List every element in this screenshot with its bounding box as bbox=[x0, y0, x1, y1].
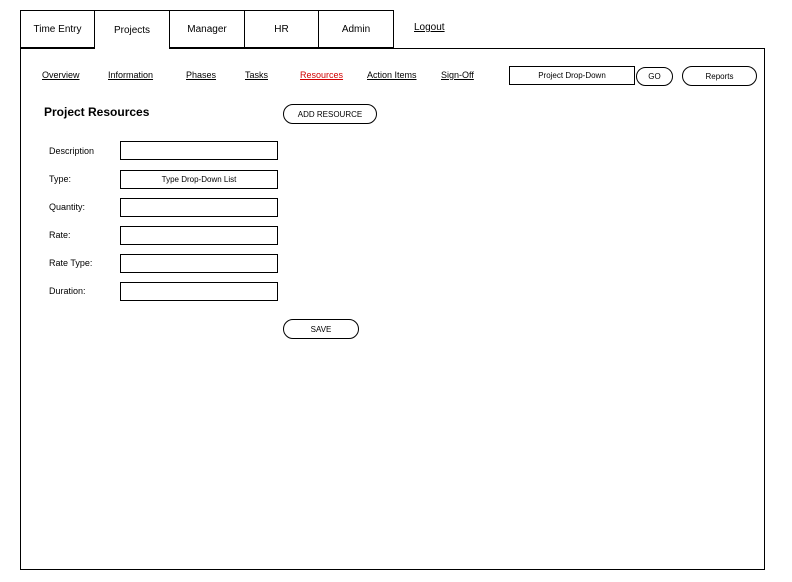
subnav-information[interactable]: Information bbox=[108, 70, 154, 80]
reports-button-label: Reports bbox=[705, 71, 734, 81]
tab-label: Projects bbox=[113, 24, 151, 36]
rate-type-input[interactable] bbox=[120, 254, 278, 273]
content-frame bbox=[20, 48, 765, 570]
go-button-label: GO bbox=[648, 72, 661, 81]
subnav-resources[interactable]: Resources bbox=[300, 70, 344, 80]
duration-label: Duration: bbox=[49, 286, 86, 296]
subnav-sign-off[interactable]: Sign-Off bbox=[441, 70, 474, 80]
logout-link[interactable]: Logout bbox=[414, 22, 445, 33]
subnav-tasks[interactable]: Tasks bbox=[245, 70, 269, 80]
save-button-label: SAVE bbox=[310, 324, 332, 334]
tab-label: HR bbox=[274, 23, 289, 35]
description-input[interactable] bbox=[120, 141, 278, 160]
quantity-label: Quantity: bbox=[49, 202, 86, 212]
project-dropdown[interactable]: Project Drop-Down bbox=[509, 66, 635, 85]
page-title: Project Resources bbox=[44, 105, 150, 119]
tab-projects[interactable]: Projects bbox=[94, 10, 170, 49]
type-dropdown[interactable]: Type Drop-Down List bbox=[120, 170, 278, 189]
tab-label: Admin bbox=[341, 23, 371, 35]
rate-input[interactable] bbox=[120, 226, 278, 245]
add-resource-label: ADD RESOURCE bbox=[297, 109, 363, 119]
rate-label: Rate: bbox=[49, 230, 71, 240]
reports-button[interactable]: Reports bbox=[682, 66, 757, 86]
type-dropdown-value: Type Drop-Down List bbox=[161, 175, 237, 184]
subnav-phases[interactable]: Phases bbox=[186, 70, 217, 80]
project-dropdown-value: Project Drop-Down bbox=[538, 71, 606, 80]
description-label: Description bbox=[49, 146, 95, 156]
type-label: Type: bbox=[49, 174, 72, 184]
subnav-action-items[interactable]: Action Items bbox=[367, 70, 417, 80]
go-button[interactable]: GO bbox=[636, 67, 673, 86]
quantity-input[interactable] bbox=[120, 198, 278, 217]
tab-time-entry[interactable]: Time Entry bbox=[20, 10, 95, 48]
add-resource-button[interactable]: ADD RESOURCE bbox=[283, 104, 377, 124]
tab-manager[interactable]: Manager bbox=[169, 10, 245, 48]
save-button[interactable]: SAVE bbox=[283, 319, 359, 339]
subnav-overview[interactable]: Overview bbox=[42, 70, 80, 80]
tab-label: Time Entry bbox=[33, 23, 82, 35]
duration-input[interactable] bbox=[120, 282, 278, 301]
tab-label: Manager bbox=[187, 23, 227, 35]
tab-hr[interactable]: HR bbox=[244, 10, 319, 48]
rate-type-label: Rate Type: bbox=[49, 258, 93, 268]
tab-admin[interactable]: Admin bbox=[318, 10, 394, 48]
